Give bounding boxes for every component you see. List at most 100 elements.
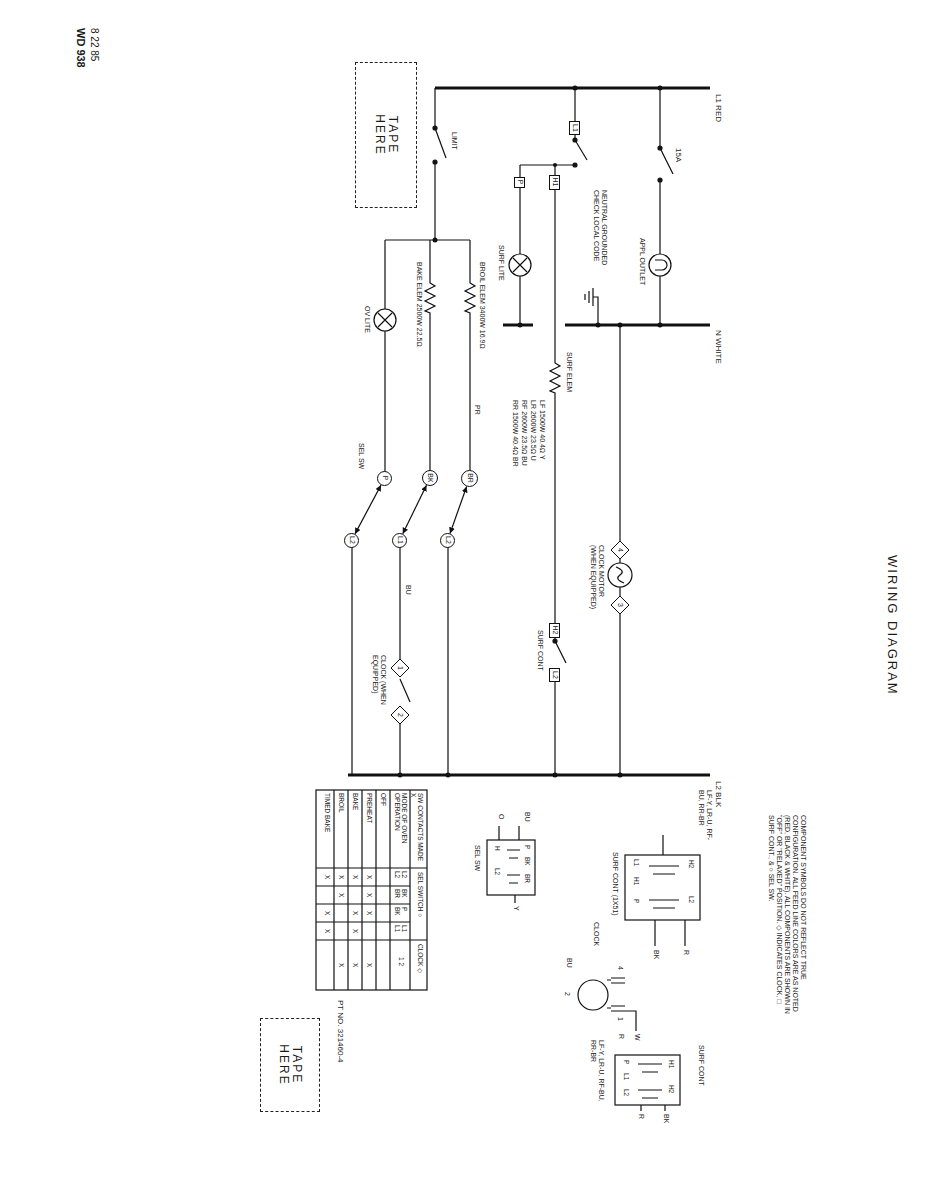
terminal-name: 4 (616, 966, 624, 970)
component-label: BAKE ELEM 2500W 22.5Ω (415, 262, 423, 347)
surface-element-symbol (550, 182, 560, 630)
clock-terminal: 1 (390, 658, 410, 678)
table-header: CLOCK ◇ (417, 944, 424, 973)
contact-dot (658, 146, 662, 150)
table-cell: BAKE (352, 793, 359, 810)
neutral-bus (503, 324, 710, 327)
node-text: 4 (616, 548, 624, 552)
date-code: 8 22 85 (89, 28, 101, 61)
element-rating: RF 2600W 23.5Ω BU (520, 400, 528, 466)
clock-terminal: 2 (390, 705, 410, 725)
wire (659, 88, 660, 325)
node-text: H2 (551, 626, 559, 635)
table-mark: X (366, 911, 373, 915)
contact-table-grid (316, 790, 427, 990)
clock-motor-symbol (608, 563, 632, 587)
terminal-name: H2 (668, 1085, 675, 1093)
component-label: OV LITE (363, 306, 371, 333)
table-mark: X (324, 875, 331, 879)
contact-dot (433, 160, 437, 164)
wire-color: BK (652, 950, 660, 959)
terminal-name: L2 (688, 896, 695, 903)
contact-link (450, 487, 467, 534)
junction-dot (618, 323, 623, 328)
selector-terminal: L2 (441, 533, 456, 548)
terminal-name: P (623, 1060, 630, 1064)
table-mark: X (324, 929, 331, 933)
junction-dot (553, 163, 557, 167)
table-header: 1 2 (398, 957, 405, 966)
junction-dot (553, 773, 558, 778)
wire-color: BU (404, 585, 412, 595)
table-cell: TIMED BAKE (324, 793, 331, 832)
clock-motor-symbol (616, 567, 624, 583)
switch-blade (400, 679, 410, 702)
table-header: L2 L2 (393, 871, 408, 883)
table-mark: X (352, 875, 359, 879)
wire-color: BU (565, 958, 573, 968)
l2-bus (348, 774, 710, 777)
element-rating: RR 1500W 40.4Ω BR (511, 400, 519, 467)
junction-dot (446, 773, 451, 778)
clock-terminal: 3 (610, 595, 630, 615)
contact-link (403, 485, 427, 534)
bus-label: L1 RED (714, 94, 723, 122)
terminal-name: H1 (668, 1060, 675, 1068)
node-text: TAPE HERE (373, 100, 399, 170)
node-text: P (381, 476, 389, 481)
terminal-name: L2 (623, 1089, 630, 1096)
junction-dot (596, 323, 601, 328)
table-mark: X (366, 963, 373, 967)
node-text: L2 (444, 536, 452, 544)
terminal-box: L2 (550, 668, 561, 682)
switch-blade (575, 140, 587, 160)
terminal-box: H1 (550, 175, 561, 190)
table-header: BK BR (393, 889, 408, 901)
terminal-box: L1 (570, 121, 581, 135)
surf-cont-contacts (649, 835, 685, 946)
surf-cont-detail (625, 855, 700, 920)
tape-here-box: TAPE HERE (260, 1018, 320, 1112)
selector-terminal: L1 (393, 533, 408, 548)
clock-terminal: 4 (610, 540, 630, 560)
wire (554, 637, 555, 775)
lamp-symbol (378, 313, 392, 327)
terminal-name: 2 (563, 992, 571, 996)
ground-symbol (585, 288, 598, 325)
wire (384, 240, 385, 478)
component-label: CLOCK MOTOR (WHEN EQUIPPED) (589, 545, 605, 617)
node-text: BR (466, 473, 474, 483)
diamond-outline (611, 541, 629, 559)
bus-label: L2 BLK (714, 781, 723, 807)
detail-caption: SURF CONT (1X51) (611, 852, 619, 916)
table-header: SEL SWITCH ○ (417, 872, 424, 917)
clock-contacts (607, 978, 636, 1031)
node-text: H1 (551, 178, 559, 187)
terminal-name: H1 (633, 877, 640, 885)
table-cell: OFF (380, 793, 387, 806)
table-mark: X (366, 875, 373, 879)
component-label: SURF LITE (497, 245, 505, 281)
wire-color: R (617, 1034, 625, 1039)
wire-color: W (633, 1034, 641, 1041)
terminal-name: H2 (688, 860, 695, 868)
terminal-name: L1 (633, 859, 640, 866)
component-label: BROIL ELEM 3400W 16.9Ω (478, 262, 486, 349)
wire-color: PR (473, 405, 481, 415)
selector-terminal: BR (462, 470, 479, 487)
tape-here-box: TAPE HERE (355, 62, 417, 208)
component-label: SEL SW (357, 443, 365, 469)
node-text: 3 (616, 603, 624, 607)
wire-color: Y (512, 906, 520, 911)
detail-caption: SURF CONT (697, 1045, 705, 1086)
table-mark: X (352, 911, 359, 915)
table-header: SW CONTACTS MADE X (409, 793, 424, 867)
part-number: PT NO. 321460-4 (336, 1000, 345, 1063)
l1-bus (435, 87, 710, 90)
diamond-outline (391, 659, 409, 677)
broil-element-symbol (465, 240, 475, 478)
component-label: SURF ELEM (565, 352, 573, 392)
sel-sw-detail (487, 840, 535, 895)
table-mark: X (366, 893, 373, 897)
